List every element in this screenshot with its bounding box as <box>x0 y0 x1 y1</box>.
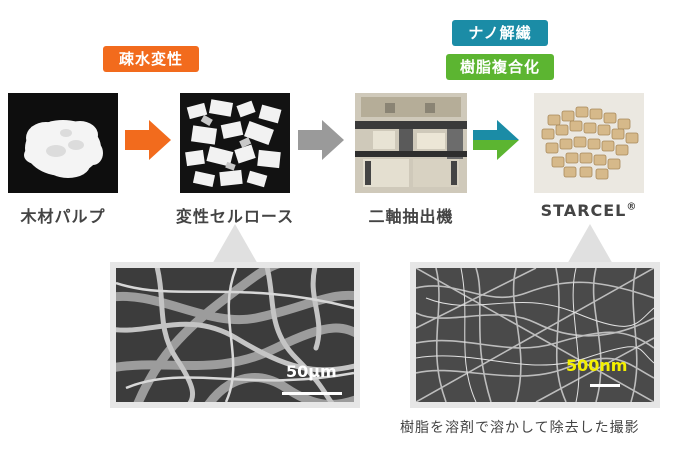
step-label-modified-cellulose: 変性セルロース <box>175 207 295 226</box>
sem-caption: 樹脂を溶剤で溶かして除去した撮影 <box>400 420 640 436</box>
scale-label-50um: 50μm <box>286 362 337 381</box>
callout-pointer-left <box>211 224 259 266</box>
starcel-name: STARCEL <box>540 201 627 220</box>
step-label-starcel: STARCEL® <box>524 201 654 220</box>
sem-image-starcel-nanofibers: 500nm <box>410 262 660 408</box>
tag-hydrophobic-modification: 疎水変性 <box>103 46 199 72</box>
teal-green-arrow-icon <box>473 120 519 160</box>
orange-arrow-icon <box>125 120 171 160</box>
gray-arrow-icon <box>298 120 344 160</box>
scale-bar-left <box>282 392 342 395</box>
sem-image-modified-cellulose: 50μm <box>110 262 360 408</box>
tag-nano-fibrillation: ナノ解繊 <box>452 20 548 46</box>
modified-cellulose-photo <box>180 93 290 193</box>
twin-screw-extruder-photo <box>355 93 467 193</box>
callout-pointer-right <box>566 224 614 266</box>
starcel-pellets-photo <box>534 93 644 193</box>
wood-pulp-photo <box>8 93 118 193</box>
scale-label-500nm: 500nm <box>566 356 628 375</box>
step-label-wood-pulp: 木材パルプ <box>20 207 106 226</box>
tag-resin-composite: 樹脂複合化 <box>446 54 554 80</box>
step-label-extruder: 二軸抽出機 <box>368 207 454 226</box>
scale-bar-right <box>590 384 620 387</box>
registered-mark: ® <box>626 201 638 213</box>
